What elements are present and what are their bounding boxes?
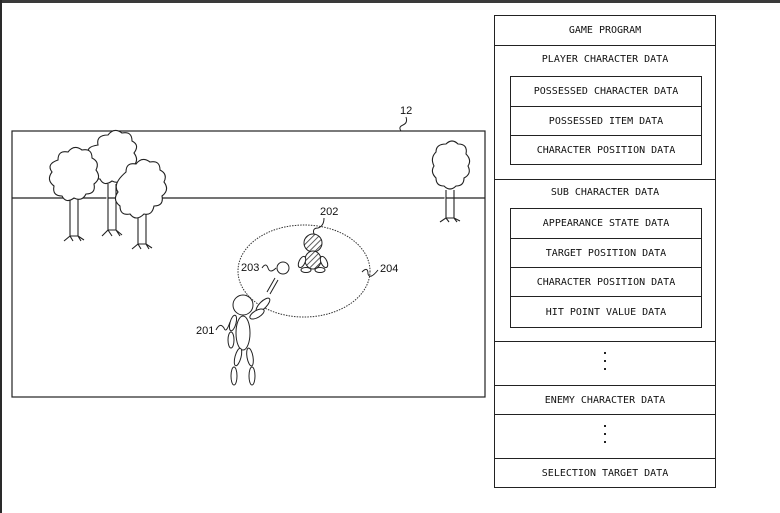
player-character-position-data: CHARACTER POSITION DATA <box>511 135 701 164</box>
game-scene-figure: 12 204 202 203 <box>11 105 486 398</box>
possessed-character-data: POSSESSED CHARACTER DATA <box>533 86 679 97</box>
ellipsis-row <box>495 341 715 386</box>
appearance-state-data: APPEARANCE STATE DATA <box>542 218 670 229</box>
tree-icon <box>114 158 168 250</box>
tree-icon <box>48 146 100 242</box>
player-character-label: 201 <box>196 325 214 337</box>
tree-icon <box>431 140 471 223</box>
thrown-object-leader-line <box>261 264 277 272</box>
player-character <box>227 294 271 386</box>
thrown-object-label: 203 <box>241 262 259 274</box>
display-leader-line <box>399 116 408 132</box>
sub-character-data-section: SUB CHARACTER DATA APPEARANCE STATE DATA… <box>495 179 715 342</box>
enemy-character-data-row: ENEMY CHARACTER DATA <box>495 385 715 415</box>
ellipsis-icon <box>495 425 715 443</box>
sub-character-leader-line <box>313 217 325 235</box>
display-label: 12 <box>400 105 412 117</box>
selection-target-data-row: SELECTION TARGET DATA <box>495 458 715 488</box>
hit-point-value-data: HIT POINT VALUE DATA <box>511 296 701 327</box>
memory-map: GAME PROGRAM PLAYER CHARACTER DATA POSSE… <box>494 15 716 488</box>
ellipsis-row <box>495 414 715 459</box>
range-ellipse <box>237 224 371 318</box>
sub-character-position-data: CHARACTER POSITION DATA <box>511 267 701 296</box>
sub-character <box>297 233 329 273</box>
left-border <box>0 0 2 513</box>
ellipsis-icon <box>495 352 715 370</box>
target-position-data: TARGET POSITION DATA <box>511 238 701 267</box>
thrown-object <box>276 261 290 275</box>
player-character-data-items: POSSESSED CHARACTER DATA POSSESSED ITEM … <box>510 76 702 165</box>
player-character-leader-line <box>215 321 231 331</box>
sub-character-label: 202 <box>320 206 338 218</box>
possessed-item-data: POSSESSED ITEM DATA <box>511 106 701 135</box>
sub-character-data-items: APPEARANCE STATE DATA TARGET POSITION DA… <box>510 208 702 328</box>
game-program-label: GAME PROGRAM <box>568 25 642 36</box>
range-leader-line <box>361 268 379 277</box>
selection-target-data-label: SELECTION TARGET DATA <box>541 468 669 479</box>
range-label: 204 <box>380 263 398 275</box>
game-program-row: GAME PROGRAM <box>495 16 715 46</box>
player-character-data-section: PLAYER CHARACTER DATA POSSESSED CHARACTE… <box>495 45 715 179</box>
motion-lines <box>266 277 279 295</box>
top-border <box>0 0 780 3</box>
player-character-data-title: PLAYER CHARACTER DATA <box>541 54 669 65</box>
enemy-character-data-label: ENEMY CHARACTER DATA <box>544 395 666 406</box>
sub-character-data-title: SUB CHARACTER DATA <box>550 187 660 198</box>
